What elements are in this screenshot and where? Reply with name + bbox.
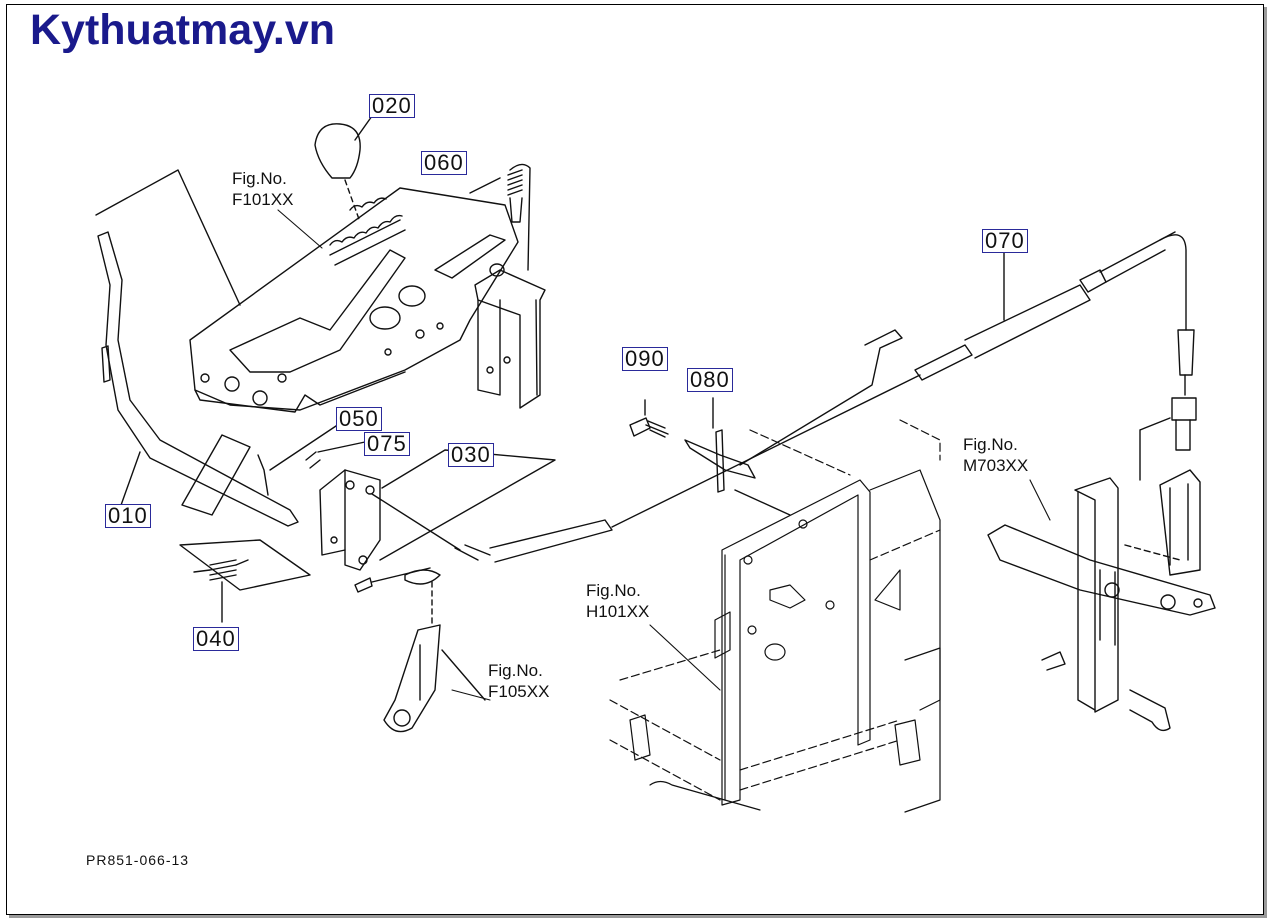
part-label-040[interactable]: 040 bbox=[193, 627, 239, 651]
figure-ref-h101xx[interactable]: Fig.No. H101XX bbox=[586, 580, 649, 622]
part-label-020[interactable]: 020 bbox=[369, 94, 415, 118]
figure-ref-code: F101XX bbox=[232, 190, 294, 209]
chassis-frame bbox=[609, 419, 941, 813]
figure-ref-title: Fig.No. bbox=[586, 581, 641, 600]
drawing-code: PR851-066-13 bbox=[86, 852, 190, 868]
part-label-030[interactable]: 030 bbox=[448, 443, 494, 467]
part-label-080[interactable]: 080 bbox=[687, 368, 733, 392]
part-label-070[interactable]: 070 bbox=[982, 229, 1028, 253]
figure-ref-m703xx[interactable]: Fig.No. M703XX bbox=[963, 434, 1028, 476]
figure-ref-code: M703XX bbox=[963, 456, 1029, 475]
return-spring bbox=[179, 539, 311, 623]
bolt-and-rod-guide bbox=[629, 329, 903, 516]
part-label-060[interactable]: 060 bbox=[421, 151, 467, 175]
pedal-bracket-assembly bbox=[987, 417, 1216, 732]
part-label-075[interactable]: 075 bbox=[364, 432, 410, 456]
part-label-010[interactable]: 010 bbox=[105, 504, 151, 528]
site-watermark: Kythuatmay.vn bbox=[30, 6, 336, 54]
shift-lever bbox=[95, 169, 299, 527]
figure-ref-title: Fig.No. bbox=[232, 169, 287, 188]
console-panel bbox=[189, 187, 519, 413]
part-label-090[interactable]: 090 bbox=[622, 347, 668, 371]
figure-ref-title: Fig.No. bbox=[963, 435, 1018, 454]
pivot-bracket bbox=[181, 419, 366, 516]
figure-ref-f105xx[interactable]: Fig.No. F105XX bbox=[488, 660, 549, 702]
figure-ref-code: H101XX bbox=[586, 602, 650, 621]
reference-leader-lines bbox=[277, 209, 1051, 701]
lever-bracket-plate bbox=[319, 449, 556, 571]
shift-knob bbox=[314, 115, 373, 223]
figure-ref-code: F105XX bbox=[488, 682, 550, 701]
cable-clevis bbox=[383, 569, 486, 733]
bracket-with-spring bbox=[469, 163, 546, 409]
figure-ref-f101xx[interactable]: Fig.No. F101XX bbox=[232, 168, 293, 210]
part-label-050[interactable]: 050 bbox=[336, 407, 382, 431]
control-cable bbox=[354, 231, 1197, 593]
page-frame bbox=[6, 4, 1264, 915]
figure-ref-title: Fig.No. bbox=[488, 661, 543, 680]
